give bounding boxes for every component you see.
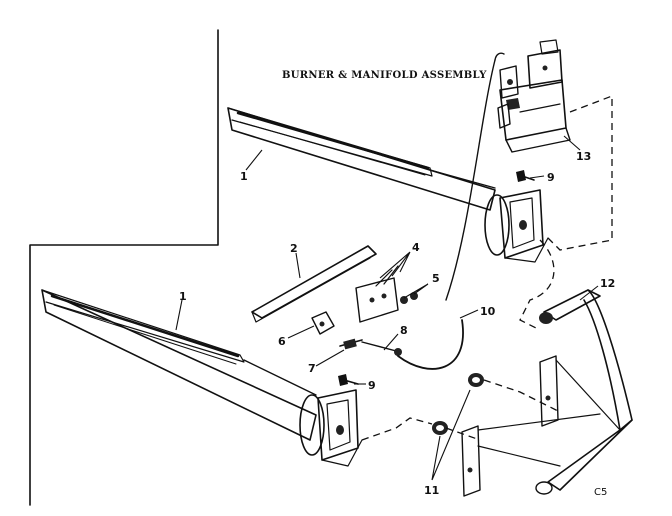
pilot-tube	[397, 52, 505, 370]
callout-screws: 4	[412, 241, 420, 254]
callout-clip: 6	[278, 335, 286, 348]
mounting-plate	[355, 265, 418, 323]
callout-orifice: 7	[308, 362, 316, 375]
callout-nuts: 5	[432, 272, 440, 285]
callout-fitting: 8	[400, 324, 408, 337]
assembly-lines	[361, 95, 613, 441]
bushings	[432, 373, 484, 435]
callout-screw-lower: 9	[368, 379, 376, 392]
orifice-assembly	[339, 338, 402, 356]
panel-outline	[29, 29, 219, 506]
pilot-clip	[311, 311, 335, 335]
upper-burner	[227, 107, 549, 263]
diagram-title: BURNER & MANIFOLD ASSEMBLY	[282, 70, 487, 81]
lower-screw	[338, 374, 359, 386]
callout-burner-lower: 1	[179, 290, 187, 303]
leader-lines	[175, 135, 599, 481]
upper-screw	[516, 170, 535, 182]
gas-valve	[497, 39, 571, 153]
callout-manifold: 12	[600, 277, 615, 290]
drawing-code: C5	[594, 487, 607, 498]
callout-bracket: 2	[290, 242, 298, 255]
callout-screw-upper: 9	[547, 171, 555, 184]
callout-gas-valve: 13	[576, 150, 591, 163]
manifold-port	[539, 312, 553, 324]
lower-burner	[41, 289, 363, 467]
hex-nut	[400, 296, 408, 304]
upper-burner-port	[519, 220, 527, 230]
burner-bracket	[251, 245, 377, 323]
callout-tube: 10	[480, 305, 496, 318]
hex-nut	[410, 292, 418, 300]
orifice-fitting	[394, 348, 402, 356]
callout-burner-upper: 1	[240, 170, 248, 183]
lower-burner-port	[336, 425, 344, 435]
orifice	[343, 338, 357, 350]
manifold	[461, 289, 633, 497]
callout-bushing: 11	[424, 484, 439, 497]
